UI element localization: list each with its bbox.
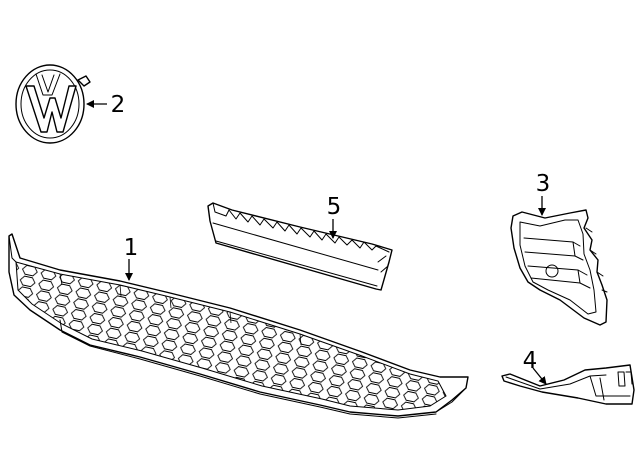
callout-label-4: 4	[523, 348, 538, 374]
callout-1: 1	[124, 235, 139, 281]
callout-3: 3	[536, 171, 551, 216]
leader-line-4	[532, 367, 547, 385]
callout-4: 4	[523, 348, 547, 385]
callout-5: 5	[327, 194, 342, 239]
callout-label-5: 5	[327, 194, 342, 220]
callout-label-1: 1	[124, 235, 139, 261]
bracket-part	[501, 364, 635, 405]
lower-grille-part	[8, 233, 469, 419]
callout-label-3: 3	[536, 171, 551, 197]
side-grille-part	[510, 209, 608, 326]
emblem-part	[15, 64, 91, 144]
callout-label-2: 2	[111, 92, 126, 118]
upper-molding-part	[207, 202, 393, 291]
callout-2: 2	[86, 92, 126, 118]
